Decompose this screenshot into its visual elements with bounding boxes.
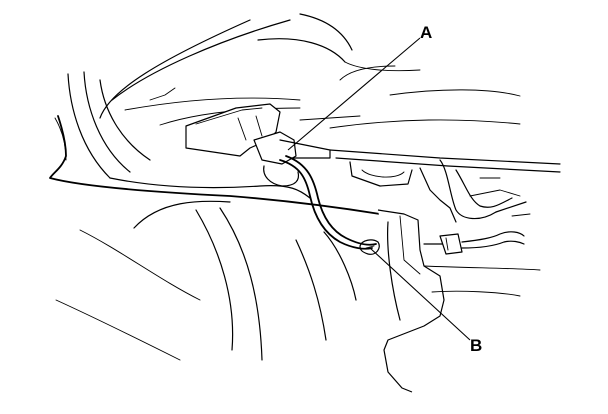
frame-edge	[49, 115, 381, 215]
subframe	[329, 149, 561, 223]
lower-body-lines	[55, 200, 541, 361]
wheel-arch	[54, 71, 151, 179]
mounting-plate	[359, 209, 445, 393]
sensor-cable	[279, 155, 377, 250]
leader-b	[369, 247, 471, 341]
callout-b-label: B	[470, 336, 482, 355]
cable-connector	[423, 231, 525, 255]
leader-a	[287, 37, 421, 151]
callout-leaders	[287, 37, 471, 341]
callout-a-label: A	[420, 23, 432, 42]
upper-body-panel	[99, 13, 521, 129]
